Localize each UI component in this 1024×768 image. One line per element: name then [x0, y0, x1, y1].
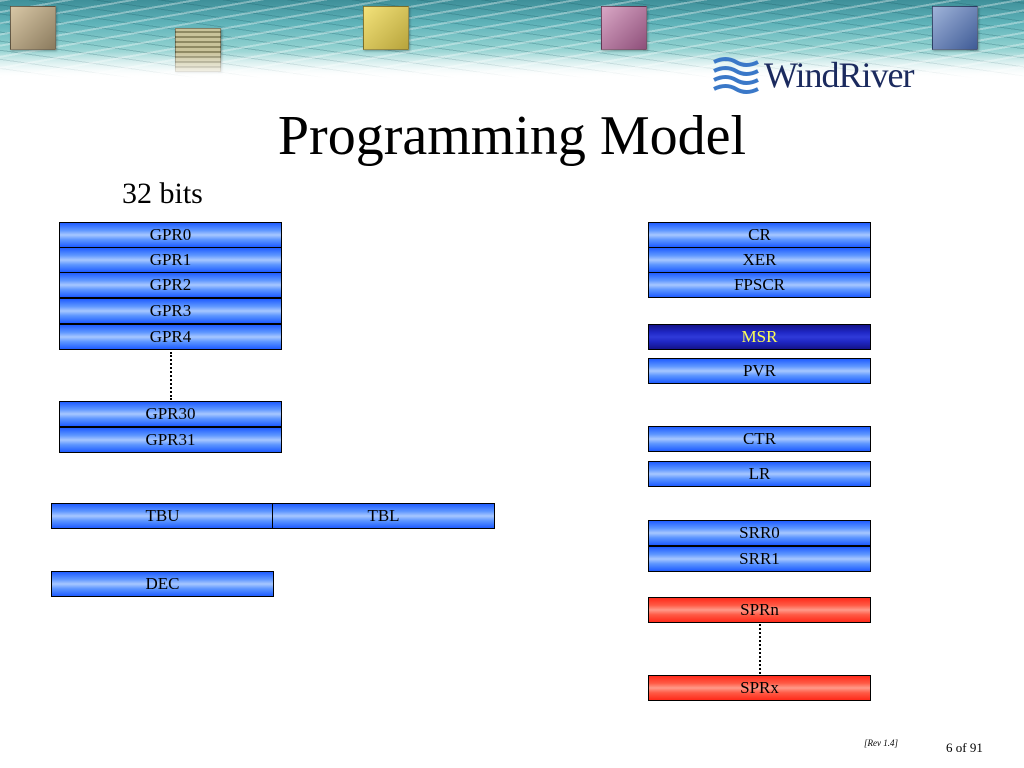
banner-device-image	[932, 6, 978, 50]
page-number: 6 of 91	[946, 740, 983, 755]
banner-document-image	[601, 6, 647, 50]
register-ctr: CTR	[648, 426, 871, 452]
register-dec: DEC	[51, 571, 274, 597]
register-msr: MSR	[648, 324, 871, 350]
revision-label: [Rev 1.4]	[864, 738, 898, 748]
slide-title: Programming Model	[277, 105, 747, 167]
register-lr: LR	[648, 461, 871, 487]
logo-text: WindRiver	[764, 55, 915, 95]
register-pvr: PVR	[648, 358, 871, 384]
banner-fade	[0, 52, 1024, 78]
register-tbl: TBL	[272, 503, 495, 529]
register-srr1: SRR1	[648, 546, 871, 572]
windriver-logo: WindRiver	[712, 52, 952, 102]
register-sprn: SPRn	[648, 597, 871, 623]
register-gpr31: GPR31	[59, 427, 282, 453]
register-gpr3: GPR3	[59, 298, 282, 324]
banner-space-shuttle-image	[363, 6, 409, 50]
banner-telephone-image	[10, 6, 56, 50]
register-cr: CR	[648, 222, 871, 248]
spr-ellipsis-connector	[759, 624, 761, 674]
register-gpr4: GPR4	[59, 324, 282, 350]
register-xer: XER	[648, 247, 871, 273]
register-fpscr: FPSCR	[648, 272, 871, 298]
register-sprx: SPRx	[648, 675, 871, 701]
register-gpr30: GPR30	[59, 401, 282, 427]
windriver-wave-icon	[713, 57, 759, 94]
header-banner	[0, 0, 1024, 78]
register-srr0: SRR0	[648, 520, 871, 546]
register-gpr0: GPR0	[59, 222, 282, 248]
register-gpr2: GPR2	[59, 272, 282, 298]
register-gpr1: GPR1	[59, 247, 282, 273]
gpr-ellipsis-connector	[170, 352, 172, 400]
register-tbu: TBU	[51, 503, 274, 529]
bit-width-label: 32 bits	[122, 177, 203, 210]
